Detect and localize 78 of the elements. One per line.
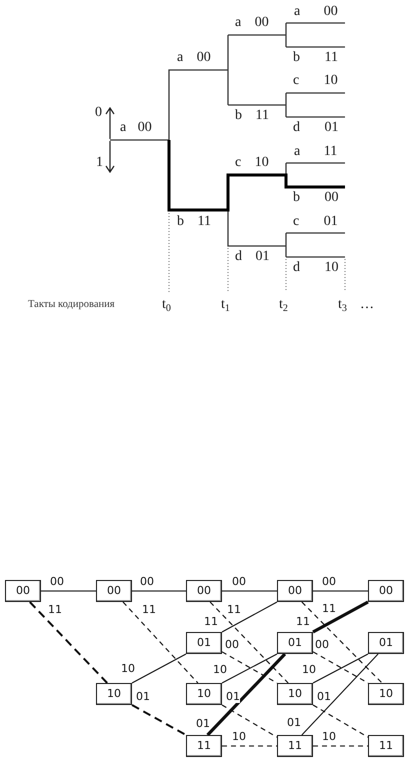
branch-label: c 10	[235, 155, 269, 170]
state-box: 00	[277, 580, 313, 602]
tick-label: t$_{3}$	[338, 297, 347, 312]
tick-label: t$_{2}$	[279, 297, 288, 312]
edge-label: 01	[136, 691, 150, 703]
edge-label: 01	[287, 717, 301, 729]
edge-label: 00	[140, 576, 154, 588]
edge-label: 00	[315, 639, 329, 651]
bit-label: 0	[95, 105, 102, 120]
branch-label: a 00	[235, 15, 269, 30]
dashed-branch-line	[222, 745, 277, 747]
dashed-branch-line	[301, 602, 382, 684]
edge-label: 01	[317, 691, 331, 703]
branch-label: c 10	[293, 73, 338, 88]
state-box: 00	[5, 580, 41, 602]
state-box: 11	[186, 735, 222, 757]
branch-label: b 00	[293, 190, 338, 205]
edge-label: 10	[322, 731, 336, 743]
branch-line	[312, 590, 368, 592]
state-box: 00	[186, 580, 222, 602]
branch-label: b 11	[177, 214, 211, 229]
branch-line	[301, 654, 379, 736]
branch-label: a 00	[177, 50, 211, 65]
dashed-branch-line	[132, 704, 186, 736]
branch-line	[222, 590, 278, 592]
state-box: 10	[277, 683, 313, 705]
bit-label: 1	[96, 155, 103, 170]
dashed-branch-line	[222, 704, 278, 738]
bold-branch-line	[206, 652, 286, 736]
state-box: 01	[186, 632, 222, 654]
edge-label: 11	[142, 604, 156, 616]
dashed-branch-line	[313, 745, 368, 747]
tick-label: t$_{1}$	[221, 297, 230, 312]
dashed-branch-line	[210, 602, 289, 684]
dashed-branch-line	[122, 602, 198, 684]
tick-label: t$_{0}$	[162, 297, 171, 312]
branch-label: b 11	[293, 50, 338, 65]
edge-label: 10	[232, 731, 246, 743]
branch-line	[40, 590, 96, 592]
dashed-branch-line	[312, 704, 368, 738]
branch-line	[132, 590, 186, 592]
branch-label: d 01	[235, 249, 270, 264]
state-box: 11	[368, 735, 404, 757]
edge-label: 11	[227, 604, 241, 616]
state-box: 10	[186, 683, 222, 705]
edge-label: 00	[225, 639, 239, 651]
state-box: 01	[277, 632, 313, 654]
edge-label: 10	[213, 664, 227, 676]
state-box: 10	[96, 683, 132, 705]
branch-line	[132, 654, 186, 684]
edge-label: 00	[50, 576, 64, 588]
edge-label: 00	[232, 576, 246, 588]
edge-label: 10	[302, 664, 316, 676]
branch-label: a 00	[120, 120, 152, 135]
edge-label: 01	[226, 691, 240, 703]
state-box: 00	[96, 580, 132, 602]
bold-branch-line	[312, 600, 369, 634]
state-box: 10	[368, 683, 404, 705]
branch-line	[222, 602, 278, 632]
edge-label: 01	[196, 718, 210, 730]
continuation-dots: …	[360, 297, 374, 312]
branch-label: a 00	[294, 4, 338, 19]
edge-label: 11	[204, 616, 218, 628]
edge-label: 11	[296, 616, 310, 628]
edge-label: 10	[121, 663, 135, 675]
axis-title: Такты кодирования	[28, 299, 115, 311]
edge-label: 11	[48, 604, 62, 616]
dashed-branch-line	[29, 601, 108, 684]
state-box: 00	[368, 580, 404, 602]
edge-label: 00	[322, 576, 336, 588]
state-box: 11	[277, 735, 313, 757]
branch-label: c 01	[293, 214, 338, 229]
branch-label: d 01	[293, 120, 338, 135]
branch-label: a 11	[294, 144, 338, 159]
branch-label: b 11	[235, 108, 269, 123]
edge-label: 11	[322, 603, 336, 615]
branch-label: d 10	[293, 260, 338, 275]
state-box: 01	[368, 632, 404, 654]
